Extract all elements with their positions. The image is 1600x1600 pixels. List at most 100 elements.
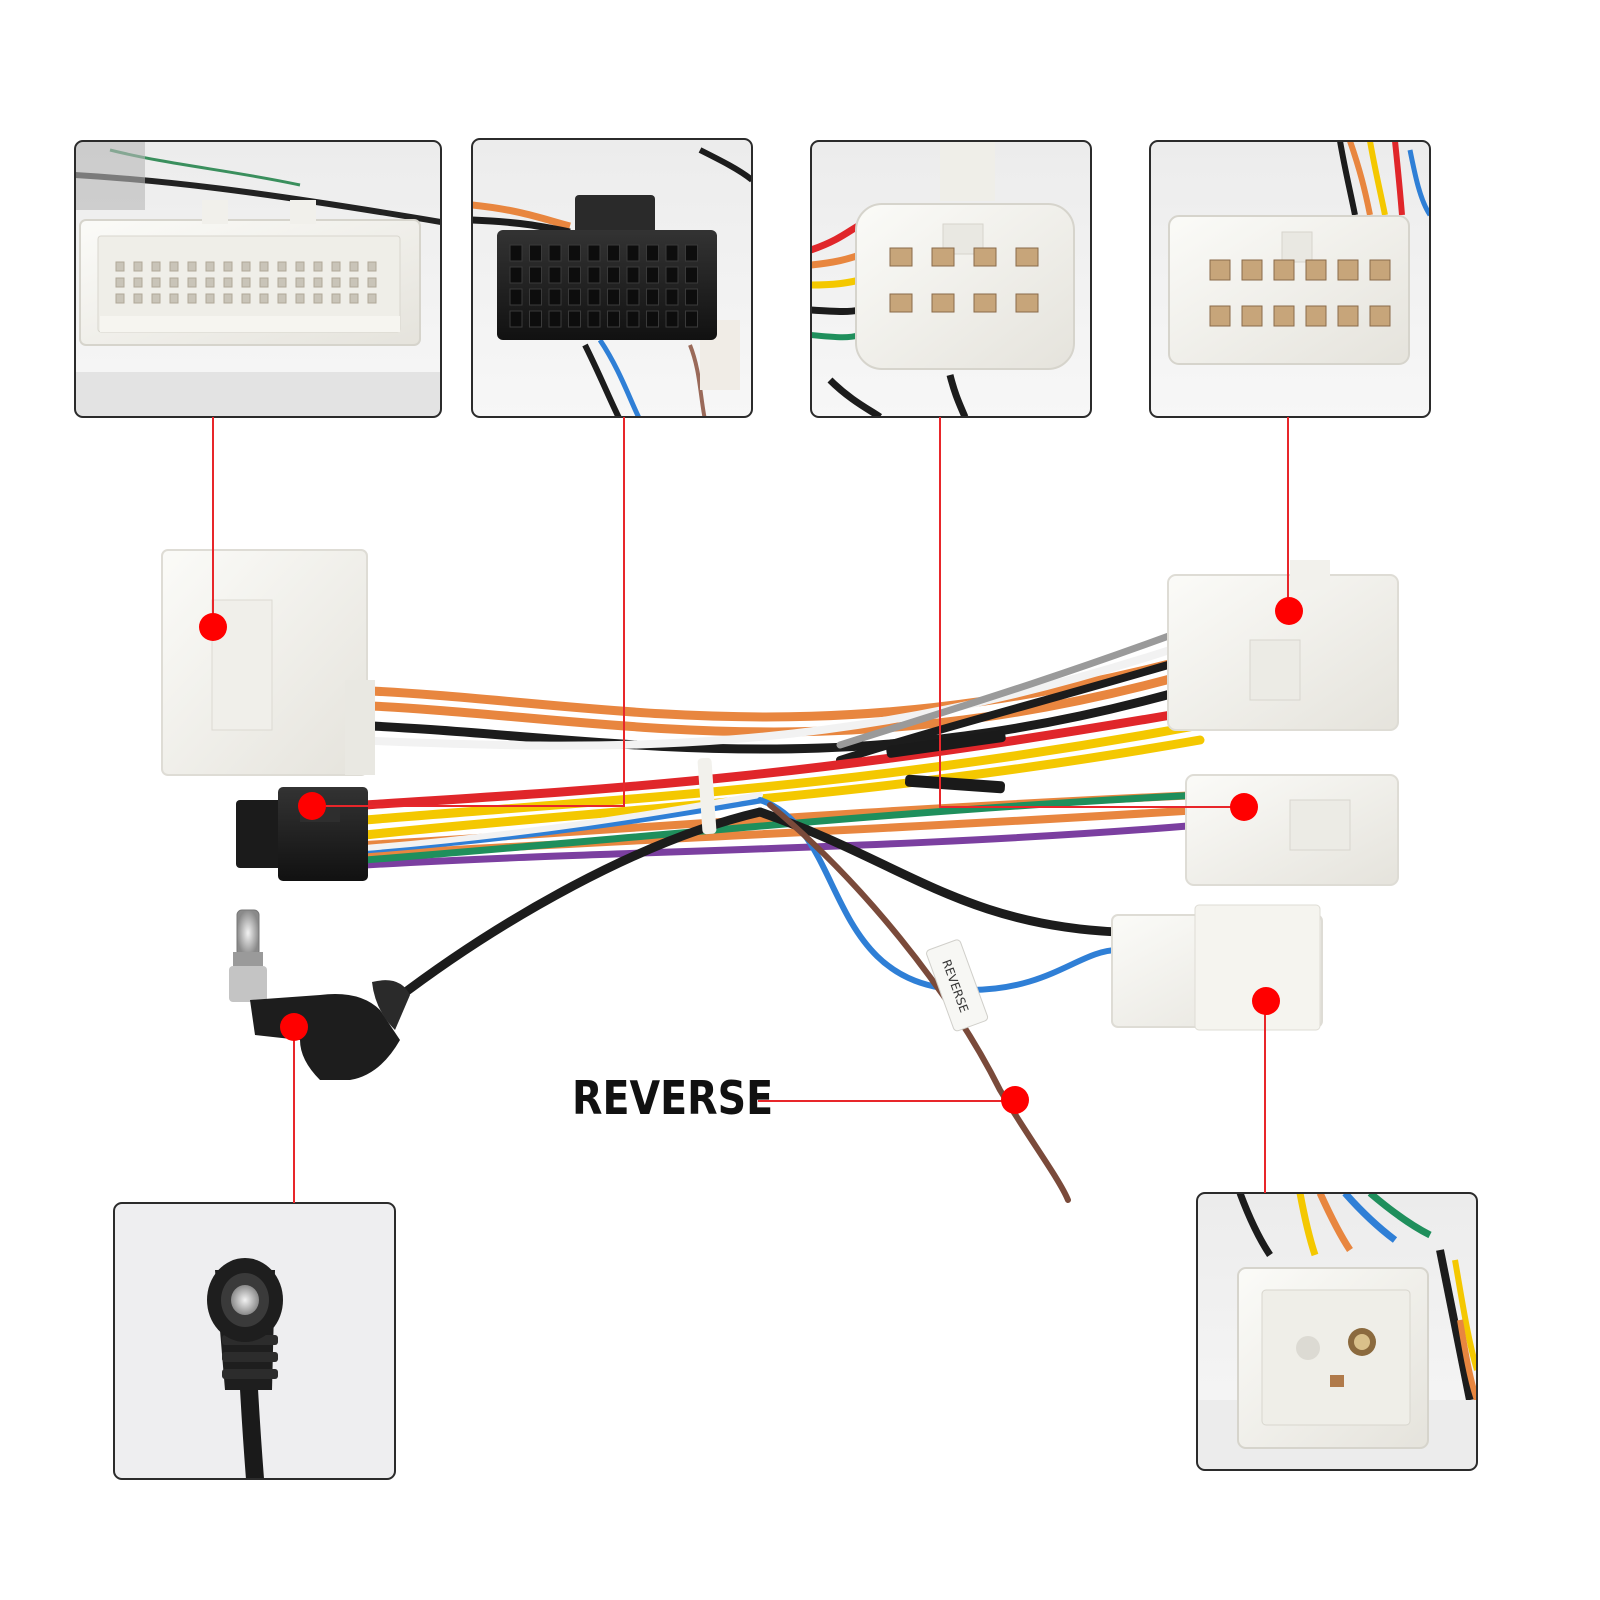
connector-pin <box>587 266 601 284</box>
connector-pin <box>1273 305 1295 327</box>
connector-pin <box>607 244 620 262</box>
callout-dot-reverse-wire <box>1001 1086 1029 1114</box>
connector-pin <box>169 277 179 288</box>
connector-pin <box>568 244 581 262</box>
antenna-plug[interactable] <box>229 909 410 1080</box>
connector-pin <box>529 244 542 262</box>
connector-pin <box>1337 305 1359 327</box>
connector-pin <box>889 293 913 313</box>
callout-dot-small-connector <box>1230 793 1258 821</box>
antenna-socket-connector-icon <box>1237 1267 1429 1449</box>
connector-pin <box>1209 259 1231 281</box>
connector-pin <box>277 293 287 304</box>
connector-pin <box>241 293 251 304</box>
callout-dot-large-connector <box>199 613 227 641</box>
main-wiring-harness: REVERSE <box>161 549 1399 1203</box>
connector-pin <box>509 266 523 284</box>
connector-pin <box>259 293 269 304</box>
connector-pin <box>509 244 523 262</box>
connector-pin <box>973 293 997 313</box>
connector-pin <box>1305 305 1327 327</box>
connector-pin <box>587 288 601 306</box>
callout-line-panel-2 <box>312 417 625 807</box>
callout-dots <box>199 597 1303 1114</box>
connector-pin <box>367 293 377 304</box>
cable-tie-left <box>697 757 717 835</box>
connector-pin <box>1337 259 1359 281</box>
wire-yellow <box>360 720 1205 825</box>
connector-pin <box>295 261 305 272</box>
wire-grey <box>836 626 1189 749</box>
connector-pin <box>313 277 323 288</box>
connector-pin <box>367 261 377 272</box>
callout-dot-iso-connector <box>298 792 326 820</box>
connector-pin <box>548 288 562 306</box>
wire-white <box>346 641 1189 750</box>
connector-pin <box>169 293 179 304</box>
connector-pin <box>1015 247 1039 267</box>
connector-pin <box>205 261 215 272</box>
connector-pin <box>331 277 341 288</box>
connector-pin <box>607 310 620 328</box>
antenna-plug-icon <box>207 1258 283 1479</box>
connector-pin <box>205 293 215 304</box>
connector-pin <box>295 293 305 304</box>
connector-pin <box>223 293 233 304</box>
connector-pin <box>313 261 323 272</box>
connector-pin <box>587 244 601 262</box>
connector-pin <box>665 288 679 306</box>
connector-pin <box>151 293 161 304</box>
wire-white <box>362 792 763 851</box>
connector-pin <box>568 310 581 328</box>
detail-panel-iso-black-connector <box>471 138 753 418</box>
connector-pin <box>1209 305 1231 327</box>
connector-pin <box>646 266 659 284</box>
connector-pin <box>626 288 640 306</box>
connector-pin <box>529 288 542 306</box>
lower-right-white-connector[interactable] <box>1111 904 1323 1031</box>
wire-brown <box>767 802 1071 1203</box>
callout-line-panel-3 <box>939 417 1243 808</box>
connector-pin <box>646 288 659 306</box>
connector-pin <box>115 293 125 304</box>
connector-pin <box>548 266 562 284</box>
wire-green <box>361 791 1204 864</box>
detail-panel-large-white-connector <box>74 140 442 418</box>
connector-pin <box>349 293 359 304</box>
connector-pin <box>1273 259 1295 281</box>
middle-right-white-connector[interactable] <box>1185 774 1399 886</box>
connector-pin <box>313 293 323 304</box>
connector-pin <box>1369 305 1391 327</box>
connector-pin <box>115 277 125 288</box>
connector-pin <box>277 277 287 288</box>
connector-pin <box>331 261 341 272</box>
connector-pin <box>607 288 620 306</box>
connector-pin <box>646 244 659 262</box>
wire-red <box>360 705 1205 810</box>
detail-panel-small-white-connector <box>810 140 1092 418</box>
connector-pin <box>349 261 359 272</box>
connector-pin <box>548 244 562 262</box>
callout-dot-antenna-plug <box>280 1013 308 1041</box>
connector-pin <box>587 310 601 328</box>
connector-pin <box>187 277 197 288</box>
connector-pin <box>295 277 305 288</box>
connector-pin <box>529 266 542 284</box>
connector-pin <box>241 261 251 272</box>
large-white-connector[interactable] <box>161 549 375 776</box>
connector-pin <box>665 266 679 284</box>
wire-purple <box>361 821 1204 869</box>
upper-right-white-connector[interactable] <box>1167 560 1399 731</box>
connector-pin <box>931 247 955 267</box>
black-iso-plug-icon <box>497 195 717 340</box>
connector-pin <box>548 310 562 328</box>
connector-pin <box>626 244 640 262</box>
connector-pin <box>889 247 913 267</box>
callout-lines <box>212 417 1289 1203</box>
connector-pin <box>277 261 287 272</box>
connector-pin <box>259 277 269 288</box>
connector-pin <box>1241 305 1263 327</box>
multi-pin-white-connector-icon <box>79 200 421 346</box>
connector-pin <box>685 266 698 284</box>
connector-pin <box>626 266 640 284</box>
